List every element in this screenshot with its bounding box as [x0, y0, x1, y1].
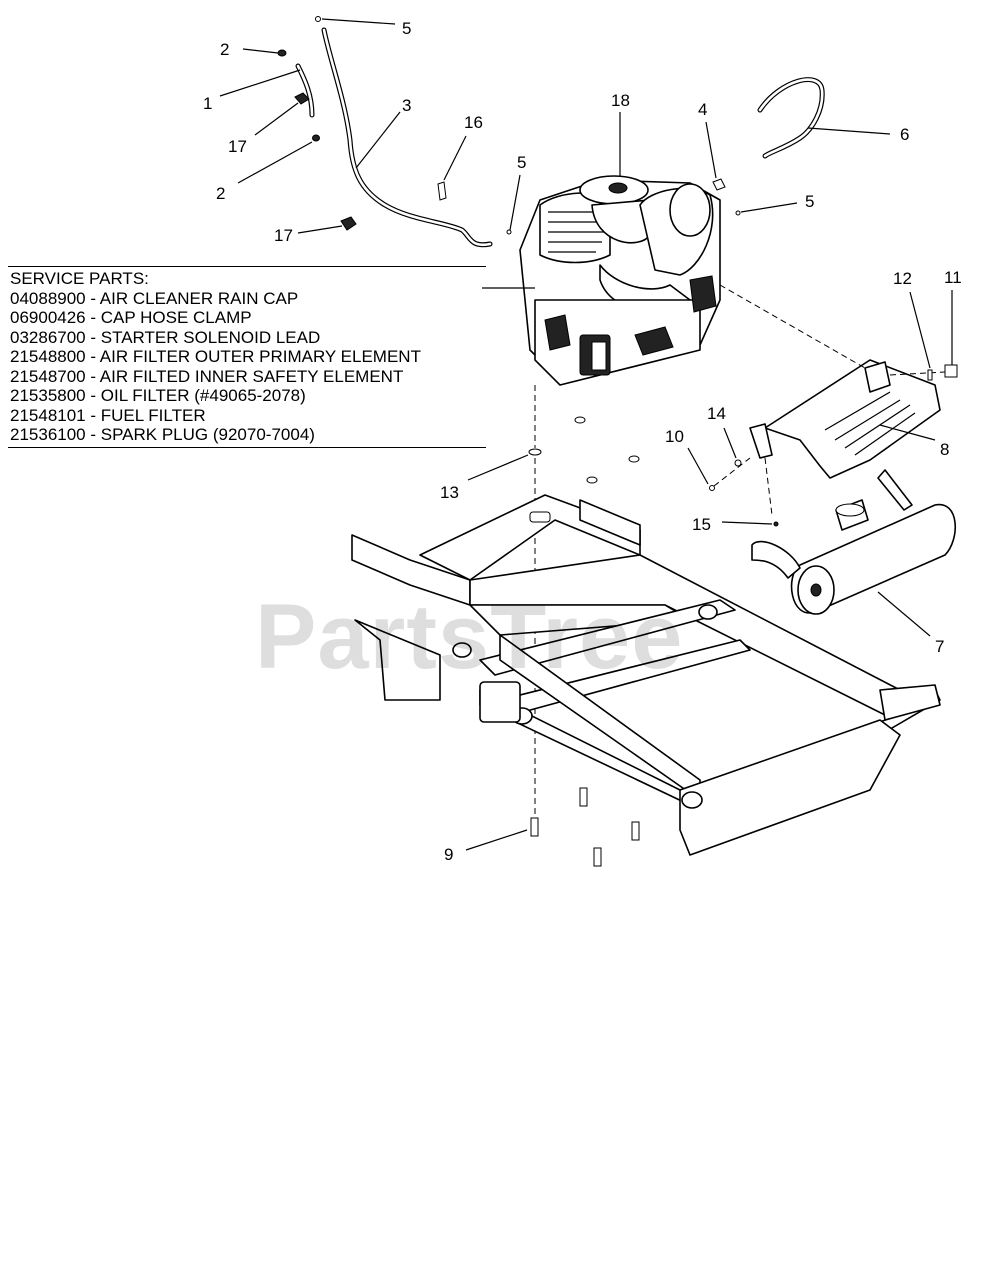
callout-labels: 5 2 1 3 17 2 16 17 18 4 6 5 5 12 11 8 14… [203, 19, 962, 864]
callout-3: 3 [402, 96, 411, 115]
callout-4: 4 [698, 100, 707, 119]
frame-chassis [351, 494, 941, 856]
callout-1: 1 [203, 94, 212, 113]
service-part-item: 03286700 - STARTER SOLENOID LEAD [10, 327, 321, 347]
callout-5-center: 5 [517, 153, 526, 172]
callout-8: 8 [940, 440, 949, 459]
service-part-item: 21536100 - SPARK PLUG (92070-7004) [10, 425, 315, 444]
service-part-item: 21548700 - AIR FILTED INNER SAFETY ELEME… [10, 366, 404, 386]
heat-shield-assembly [687, 284, 958, 516]
callout-11: 11 [944, 268, 962, 287]
callout-17-top: 17 [228, 137, 247, 156]
service-parts-list: SERVICE PARTS: 04088900 - AIR CLEANER RA… [8, 266, 486, 448]
service-part-item: 21535800 - OIL FILTER (#49065-2078) [10, 386, 306, 405]
service-part-item: 04088900 - AIR CLEANER RAIN CAP [10, 288, 299, 308]
service-part-item: 06900426 - CAP HOSE CLAMP [10, 308, 252, 327]
callout-16: 16 [464, 113, 483, 132]
callout-5-right: 5 [805, 192, 814, 211]
callout-15: 15 [692, 515, 711, 534]
service-part-item: 21548800 - AIR FILTER OUTER PRIMARY ELEM… [10, 347, 421, 366]
breather-hose-assembly [705, 77, 891, 216]
fuel-hose-assembly [219, 16, 493, 248]
callout-5-top: 5 [402, 19, 411, 38]
callout-13: 13 [440, 483, 459, 502]
engine-assembly [482, 112, 721, 386]
service-parts-heading: SERVICE PARTS: [10, 269, 149, 288]
callout-7: 7 [935, 637, 944, 656]
callout-17-lower: 17 [274, 226, 293, 245]
muffler-assembly [721, 469, 956, 637]
mount-hardware [465, 385, 640, 867]
callout-2-top: 2 [220, 40, 229, 59]
callout-12: 12 [893, 269, 912, 288]
callout-14: 14 [707, 404, 726, 423]
service-part-item: 21548101 - FUEL FILTER [10, 405, 206, 425]
callout-6: 6 [900, 125, 909, 144]
callout-10: 10 [665, 427, 684, 446]
watermark: PartsTree [255, 586, 684, 688]
callout-2-lower: 2 [216, 184, 225, 203]
callout-18: 18 [611, 91, 630, 110]
callout-9: 9 [444, 845, 453, 864]
